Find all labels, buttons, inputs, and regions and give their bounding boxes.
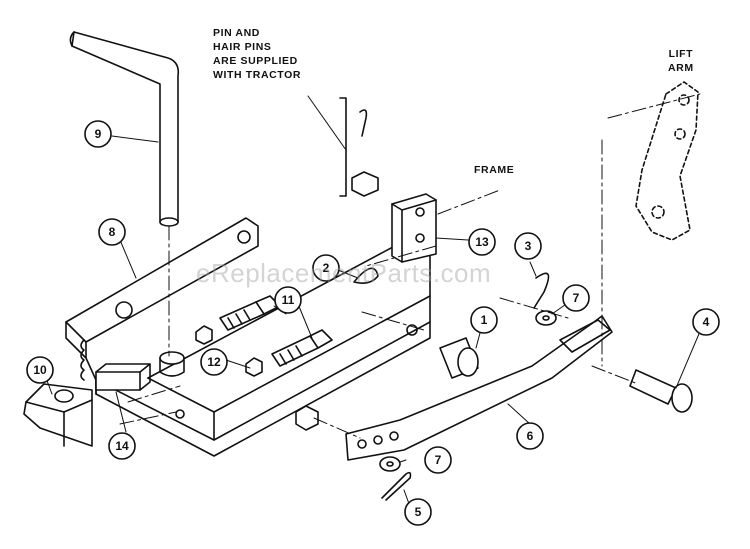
note-line-2: HAIR PINS [213, 41, 272, 53]
callout-1: 1 [470, 306, 498, 334]
note-line-1: PIN AND [213, 27, 260, 39]
callout-11: 11 [274, 286, 302, 314]
callout-10: 10 [26, 356, 54, 384]
part-11-bolts [219, 295, 333, 367]
svg-text:9: 9 [95, 127, 102, 141]
svg-text:2: 2 [323, 261, 330, 275]
lift-arm-label-line-2: ARM [668, 62, 694, 74]
lift-arm-label: LIFT ARM [668, 47, 694, 75]
callout-3: 3 [514, 232, 542, 260]
svg-text:10: 10 [33, 363, 47, 377]
callout-13: 13 [468, 228, 496, 256]
svg-text:7: 7 [573, 291, 580, 305]
callout-14: 14 [108, 432, 136, 460]
part-10-plate [23, 383, 93, 447]
callout-12: 12 [200, 348, 228, 376]
svg-text:14: 14 [115, 439, 129, 453]
svg-text:1: 1 [481, 313, 488, 327]
pins-supplied-note: PIN AND HAIR PINS ARE SUPPLIED WITH TRAC… [213, 26, 301, 82]
callout-9: 9 [84, 120, 112, 148]
callout-5: 5 [404, 498, 432, 526]
svg-text:4: 4 [703, 315, 710, 329]
part-1-pin [439, 337, 479, 379]
leader-lines [45, 95, 705, 513]
lift-arm-dashed [635, 81, 699, 241]
callout-7-lower: 7 [424, 446, 452, 474]
part-14-slide-block [95, 363, 151, 391]
note-line-3: ARE SUPPLIED [213, 55, 298, 67]
svg-text:3: 3 [525, 239, 532, 253]
part-13-clevis [391, 193, 437, 263]
frame-label: FRAME [474, 164, 515, 176]
callout-4: 4 [692, 308, 720, 336]
callout-8: 8 [98, 218, 126, 246]
svg-text:12: 12 [207, 355, 221, 369]
part-4-pin [629, 369, 693, 413]
part-7-washer-upper [535, 310, 557, 326]
svg-text:6: 6 [527, 429, 534, 443]
svg-text:11: 11 [282, 293, 295, 307]
callout-7-upper: 7 [562, 284, 590, 312]
pin-and-hairpin [339, 97, 379, 197]
part-2-hairpin [353, 267, 379, 284]
center-lines [119, 93, 701, 439]
note-line-4: WITH TRACTOR [213, 69, 302, 81]
svg-text:13: 13 [475, 235, 489, 249]
part-12-nuts [195, 325, 263, 377]
part-7-washer-lower [379, 456, 401, 472]
part-6-link-arm [345, 315, 613, 461]
svg-text:8: 8 [109, 225, 116, 239]
callout-2: 2 [312, 254, 340, 282]
watermark: eReplacementParts.com [196, 258, 492, 288]
lift-arm-label-line-1: LIFT [668, 48, 694, 60]
part-8-bracket [65, 217, 431, 457]
callout-6: 6 [516, 422, 544, 450]
svg-text:7: 7 [435, 453, 442, 467]
svg-text:5: 5 [415, 505, 422, 519]
callouts: 9 8 10 11 12 14 2 13 3 1 7 4 6 7 5 [26, 120, 720, 526]
part-3-hairpin [533, 272, 550, 309]
part-5-hairpin [381, 471, 412, 501]
